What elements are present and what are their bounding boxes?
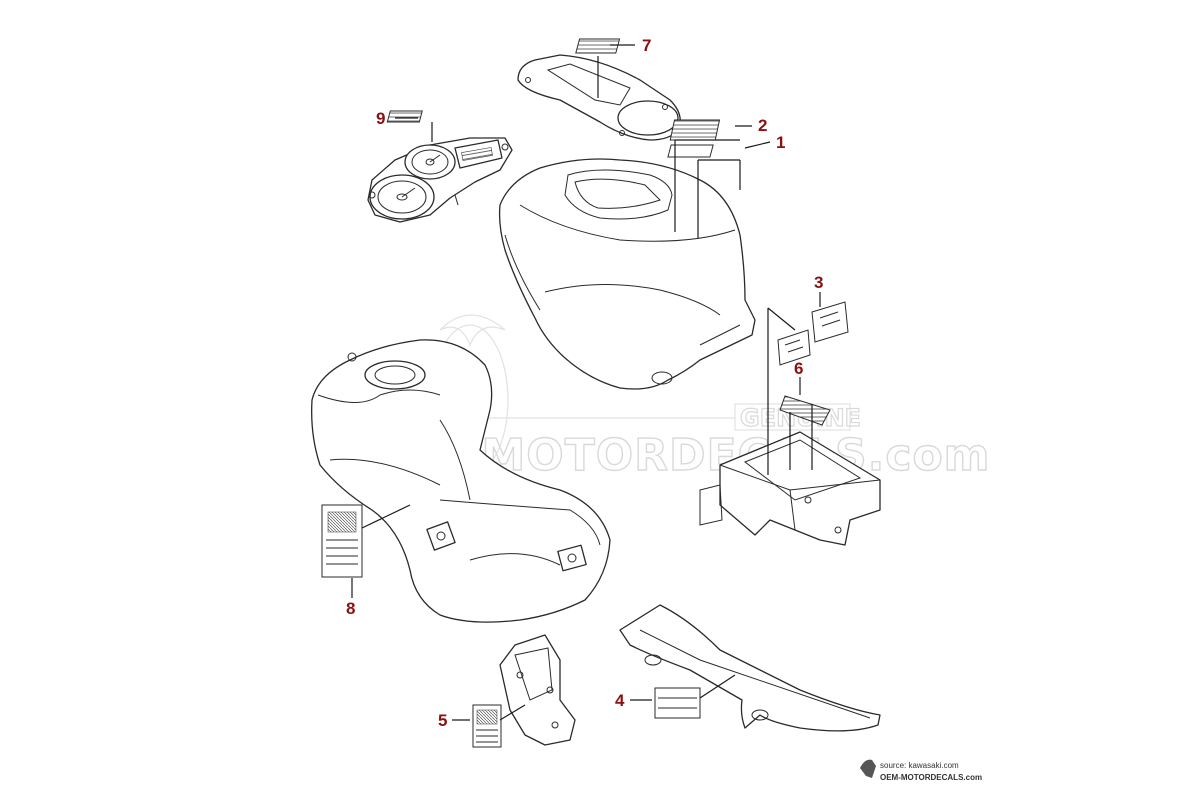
battery-case xyxy=(699,431,881,546)
decal-9 xyxy=(386,110,423,123)
decal-2 xyxy=(669,119,721,141)
callout-1: 1 xyxy=(776,133,785,152)
tank-cover-top xyxy=(517,54,681,141)
bracket xyxy=(499,634,576,746)
callout-2: 2 xyxy=(758,116,767,135)
callout-7: 7 xyxy=(642,36,651,55)
source-text: source: kawasaki.com xyxy=(880,761,959,770)
callout-4: 4 xyxy=(615,691,625,710)
decal-5 xyxy=(472,704,502,748)
callout-6: 6 xyxy=(794,359,803,378)
instrument-cluster xyxy=(367,137,513,223)
callout-5: 5 xyxy=(438,711,447,730)
decal-4 xyxy=(654,687,701,719)
callout-9: 9 xyxy=(376,109,385,128)
rear-fender xyxy=(619,604,881,732)
decal-7 xyxy=(575,38,621,54)
source-brand: OEM-MOTORDECALS.com xyxy=(880,773,982,782)
callout-3: 3 xyxy=(814,273,823,292)
fuel-tank xyxy=(498,158,756,390)
callout-8: 8 xyxy=(346,599,355,618)
source-credit: source: kawasaki.com OEM-MOTORDECALS.com xyxy=(860,759,982,782)
decal-1 xyxy=(667,144,714,158)
decal-3 xyxy=(777,301,849,366)
decal-8 xyxy=(321,504,363,578)
leader-lines xyxy=(351,44,821,721)
decal-6 xyxy=(779,395,831,426)
seat-cowl xyxy=(311,339,611,623)
